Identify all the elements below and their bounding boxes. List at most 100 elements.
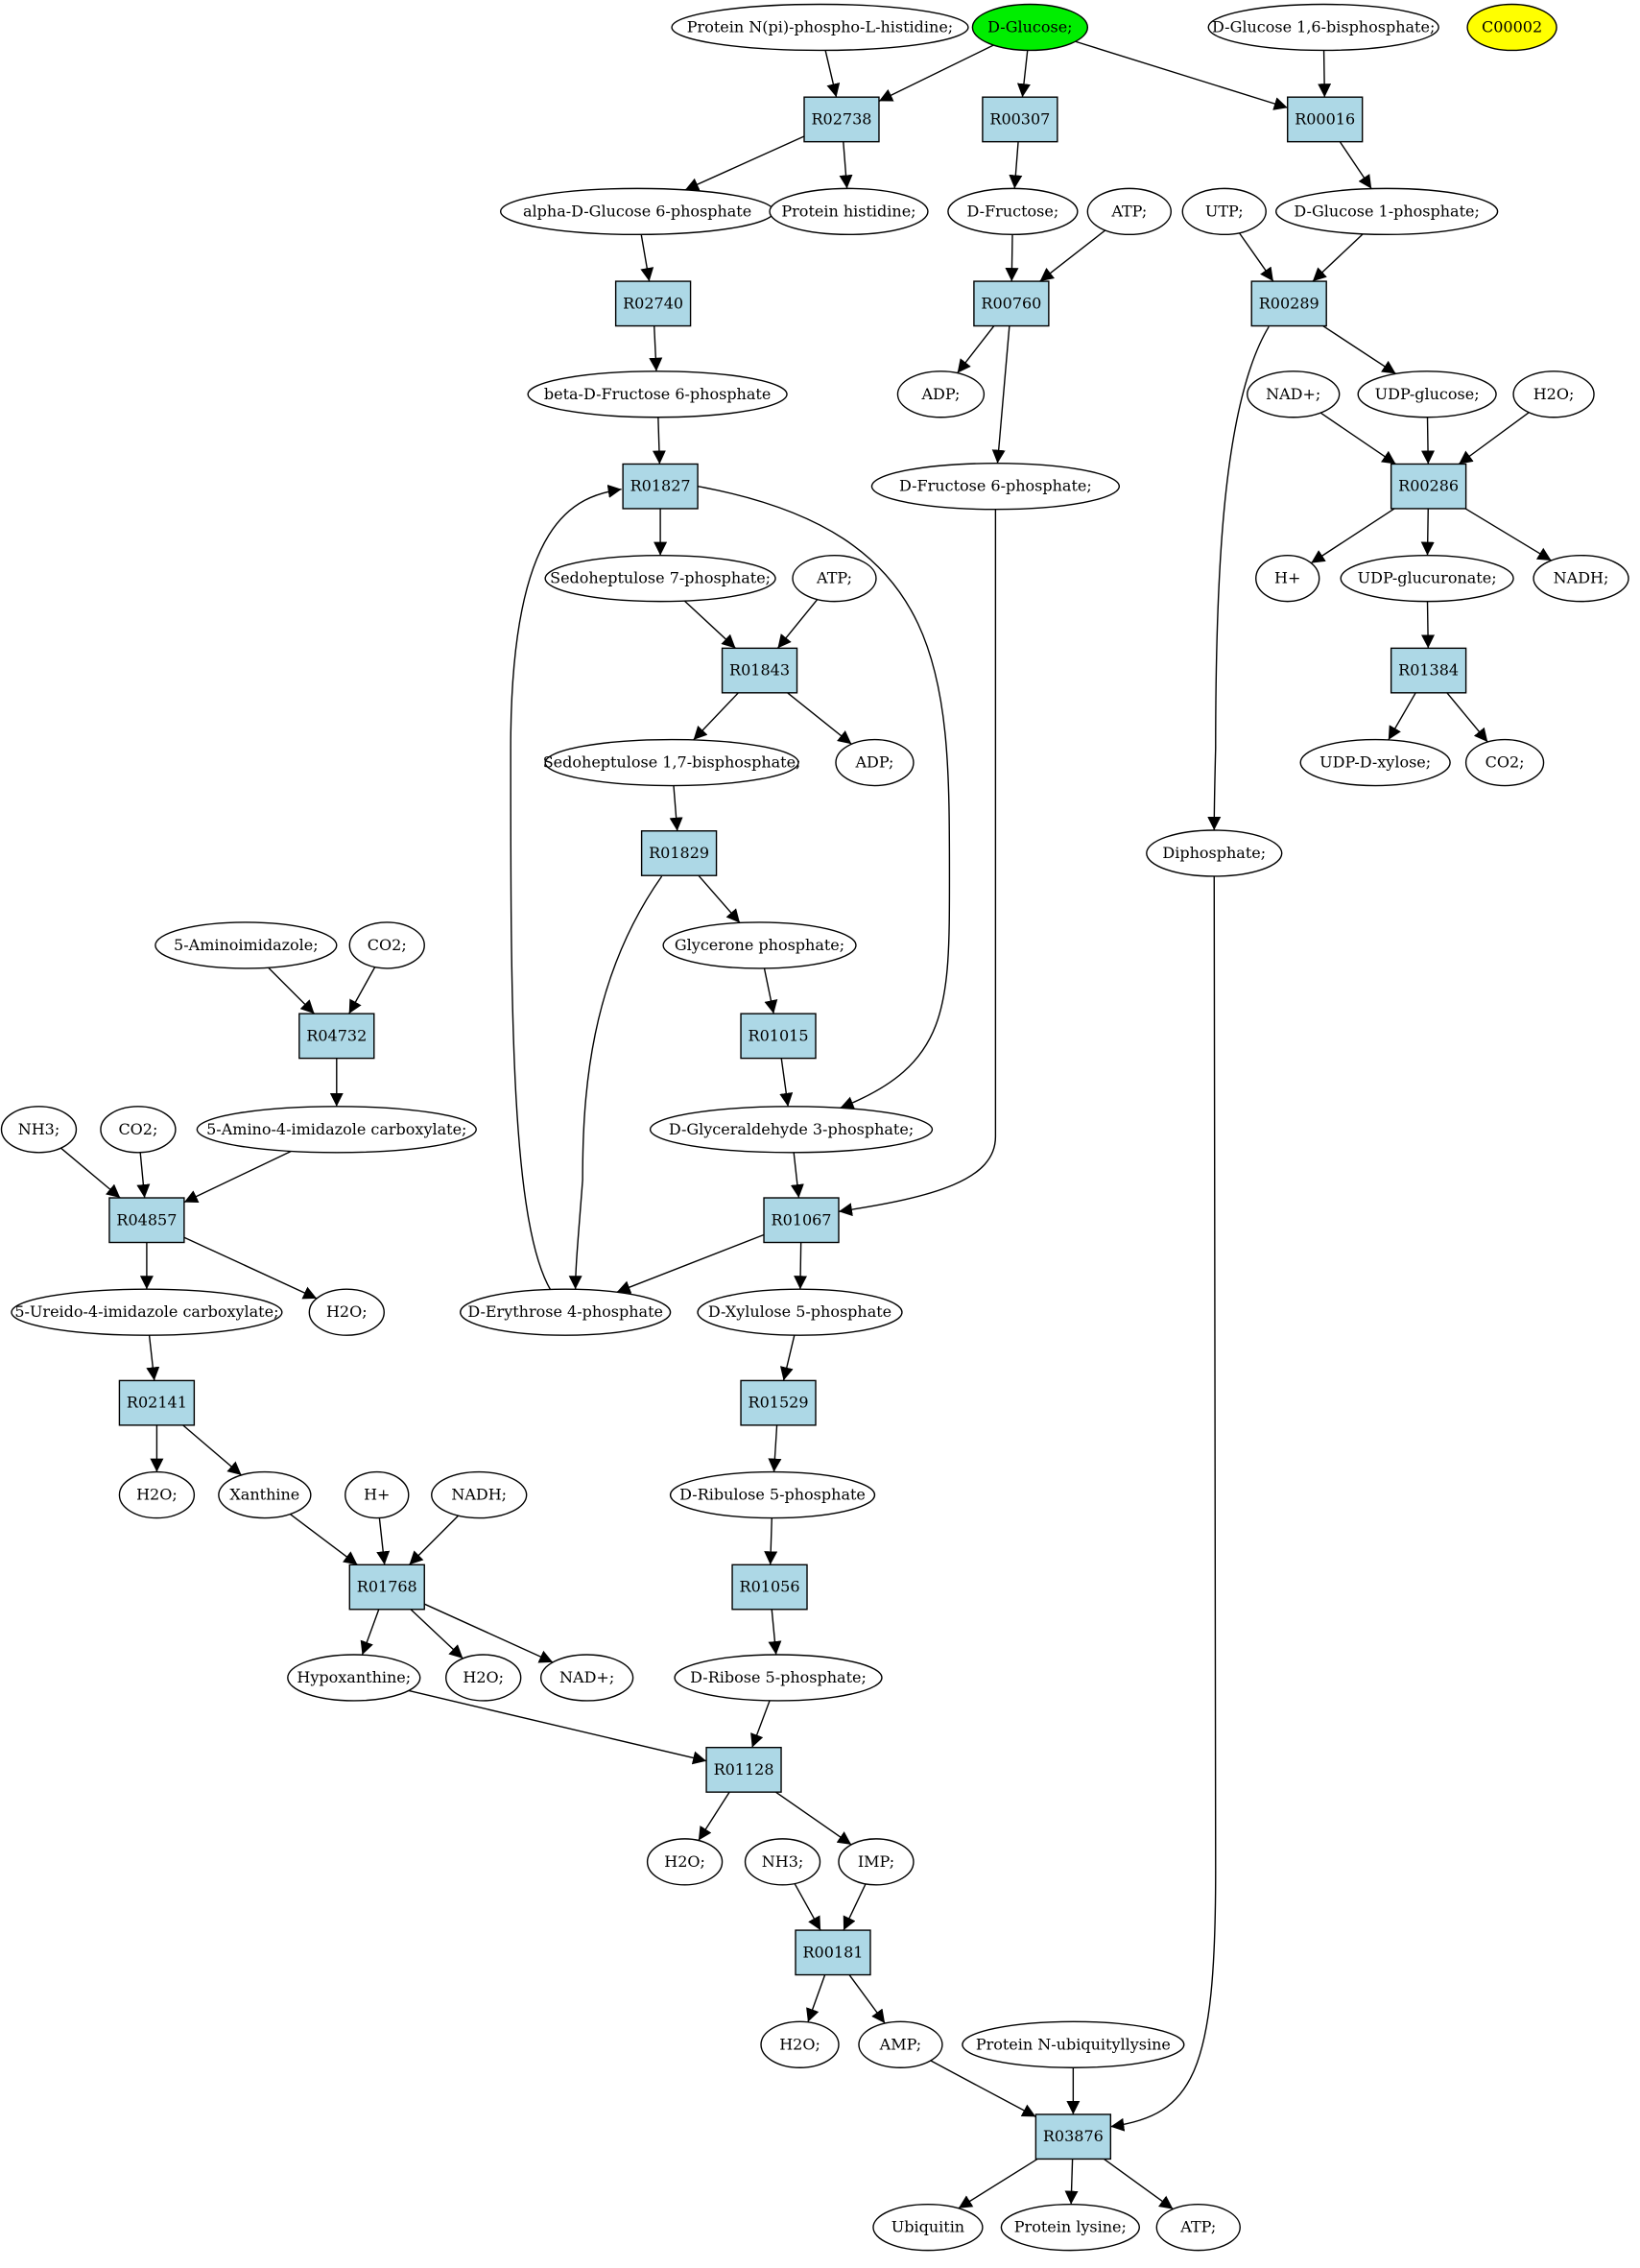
compound-node[interactable]: D-Fructose; xyxy=(947,187,1079,236)
edge-arrow xyxy=(1064,2159,1079,2205)
compound-node[interactable]: H+ xyxy=(1255,554,1320,603)
reaction-node[interactable]: R02740 xyxy=(614,280,692,327)
compound-node[interactable]: D-Erythrose 4-phosphate xyxy=(460,1288,672,1336)
reaction-node[interactable]: R00307 xyxy=(982,96,1058,143)
compound-node[interactable]: ADP; xyxy=(896,370,986,418)
reaction-node[interactable]: R02141 xyxy=(118,1379,196,1426)
compound-node[interactable]: D-Xylulose 5-phosphate xyxy=(697,1288,903,1336)
compound-node[interactable]: AMP; xyxy=(858,2020,943,2068)
reaction-node[interactable]: R03876 xyxy=(1034,2113,1112,2161)
compound-node[interactable]: Diphosphate; xyxy=(1146,829,1283,877)
reaction-node[interactable]: R01384 xyxy=(1390,647,1467,694)
reaction-node[interactable]: R01827 xyxy=(622,463,699,510)
compound-node[interactable]: ATP; xyxy=(1155,2203,1241,2252)
compound-node[interactable]: D-Ribulose 5-phosphate xyxy=(669,1470,876,1519)
edge-arrow xyxy=(183,1150,292,1204)
compound-node[interactable]: CO2; xyxy=(348,921,425,969)
reaction-label: R00760 xyxy=(981,294,1041,312)
compound-node[interactable]: ADP; xyxy=(835,738,915,787)
compound-ellipse xyxy=(431,1470,528,1519)
edge-arrow xyxy=(775,1791,852,1846)
compound-label: NH3; xyxy=(762,1852,804,1871)
reaction-node[interactable]: R01843 xyxy=(721,647,798,694)
reaction-box xyxy=(721,647,798,694)
compound-node[interactable]: Ubiquitin xyxy=(872,2203,984,2252)
edge-arrow xyxy=(698,874,741,923)
compound-label: D-Ribose 5-phosphate; xyxy=(690,1668,867,1686)
compound-node[interactable]: alpha-D-Glucose 6-phosphate xyxy=(499,187,775,236)
compound-node[interactable]: NAD+; xyxy=(539,1654,634,1702)
compound-node[interactable]: beta-D-Fructose 6-phosphate xyxy=(527,370,788,418)
compound-node[interactable]: ATP; xyxy=(1086,187,1172,236)
reaction-node[interactable]: R00760 xyxy=(973,280,1050,327)
reaction-node[interactable]: R01128 xyxy=(705,1746,782,1793)
reaction-box xyxy=(1390,647,1467,694)
reaction-node[interactable]: R01529 xyxy=(740,1379,817,1426)
compound-node[interactable]: C00002 xyxy=(1466,3,1557,52)
reaction-box xyxy=(1250,280,1327,327)
compound-node[interactable]: NH3; xyxy=(0,1106,78,1154)
compound-node[interactable]: Protein N(pi)-phospho-L-histidine; xyxy=(671,3,969,52)
compound-ellipse xyxy=(1533,554,1629,603)
reaction-node[interactable]: R02738 xyxy=(803,96,880,143)
reaction-node[interactable]: R00016 xyxy=(1287,96,1364,143)
compound-node[interactable]: Sedoheptulose 7-phosphate; xyxy=(544,554,776,603)
reaction-node[interactable]: R01768 xyxy=(348,1564,425,1611)
reaction-node[interactable]: R01067 xyxy=(763,1197,840,1244)
compound-node[interactable]: 5-Ureido-4-imidazole carboxylate; xyxy=(11,1288,283,1336)
reaction-node[interactable]: R01056 xyxy=(731,1564,808,1611)
edge-arrow xyxy=(1310,508,1395,564)
compound-node[interactable]: D-Fructose 6-phosphate; xyxy=(870,463,1121,511)
reaction-node[interactable]: R01829 xyxy=(640,830,718,876)
compound-node[interactable]: Protein histidine; xyxy=(769,187,929,236)
reaction-node[interactable]: R00289 xyxy=(1250,280,1327,327)
edge-arrow xyxy=(1464,508,1552,561)
compound-node[interactable]: Sedoheptulose 1,7-bisphosphate; xyxy=(543,738,801,787)
compound-node[interactable]: UTP; xyxy=(1181,187,1267,236)
compound-node[interactable]: Xanthine xyxy=(218,1470,312,1519)
reaction-node[interactable]: R01015 xyxy=(740,1013,817,1060)
compound-node[interactable]: NH3; xyxy=(744,1838,821,1886)
reaction-label: R02740 xyxy=(623,294,683,312)
compound-node[interactable]: Hypoxanthine; xyxy=(287,1654,421,1702)
reaction-label: R00181 xyxy=(803,1943,864,1961)
compound-node[interactable]: 5-Aminoimidazole; xyxy=(154,921,338,969)
compound-node[interactable]: UDP-glucose; xyxy=(1357,370,1497,418)
edge-arrow xyxy=(1110,875,1217,2132)
compound-node[interactable]: Protein N-ubiquityllysine xyxy=(962,2020,1185,2068)
compound-node[interactable]: NADH; xyxy=(1533,554,1629,603)
compound-node[interactable]: NADH; xyxy=(431,1470,528,1519)
compound-node[interactable]: H+ xyxy=(345,1470,410,1519)
compound-node[interactable]: H2O; xyxy=(760,2020,840,2068)
compound-node[interactable]: D-Glucose 1-phosphate; xyxy=(1275,187,1499,236)
compound-ellipse xyxy=(196,1106,477,1154)
compound-node[interactable]: H2O; xyxy=(118,1470,196,1519)
compound-node[interactable]: D-Ribose 5-phosphate; xyxy=(674,1654,883,1702)
compound-node[interactable]: NAD+; xyxy=(1247,370,1341,418)
compound-node[interactable]: CO2; xyxy=(100,1106,177,1154)
compound-node[interactable]: ATP; xyxy=(792,554,877,603)
compound-node[interactable]: Glycerone phosphate; xyxy=(662,921,857,969)
edge-arrow xyxy=(930,2060,1036,2118)
reaction-node[interactable]: R00181 xyxy=(795,1929,871,1976)
compound-node[interactable]: H2O; xyxy=(445,1654,522,1702)
reaction-node[interactable]: R04857 xyxy=(108,1197,185,1244)
compound-label: D-Glucose 1-phosphate; xyxy=(1294,202,1479,220)
compound-node[interactable]: CO2; xyxy=(1464,738,1545,787)
edge-arrow xyxy=(776,599,819,649)
compound-node[interactable]: 5-Amino-4-imidazole carboxylate; xyxy=(196,1106,477,1154)
compound-ellipse xyxy=(1275,187,1499,236)
compound-node[interactable]: IMP; xyxy=(838,1838,915,1886)
compound-node[interactable]: D-Glucose; xyxy=(971,3,1089,52)
compound-node[interactable]: Protein lysine; xyxy=(1000,2203,1141,2252)
compound-node[interactable]: H2O; xyxy=(646,1838,724,1886)
compound-node[interactable]: D-Glyceraldehyde 3-phosphate; xyxy=(649,1106,934,1154)
compound-node[interactable]: H2O; xyxy=(1512,370,1595,418)
compound-node[interactable]: UDP-D-xylose; xyxy=(1299,738,1451,787)
compound-node[interactable]: D-Glucose 1,6-bisphosphate; xyxy=(1207,3,1439,52)
compound-node[interactable]: UDP-glucuronate; xyxy=(1340,554,1514,603)
reaction-box xyxy=(982,96,1058,143)
reaction-node[interactable]: R04732 xyxy=(298,1013,375,1060)
compound-node[interactable]: H2O; xyxy=(308,1288,385,1336)
reaction-node[interactable]: R00286 xyxy=(1390,463,1467,510)
